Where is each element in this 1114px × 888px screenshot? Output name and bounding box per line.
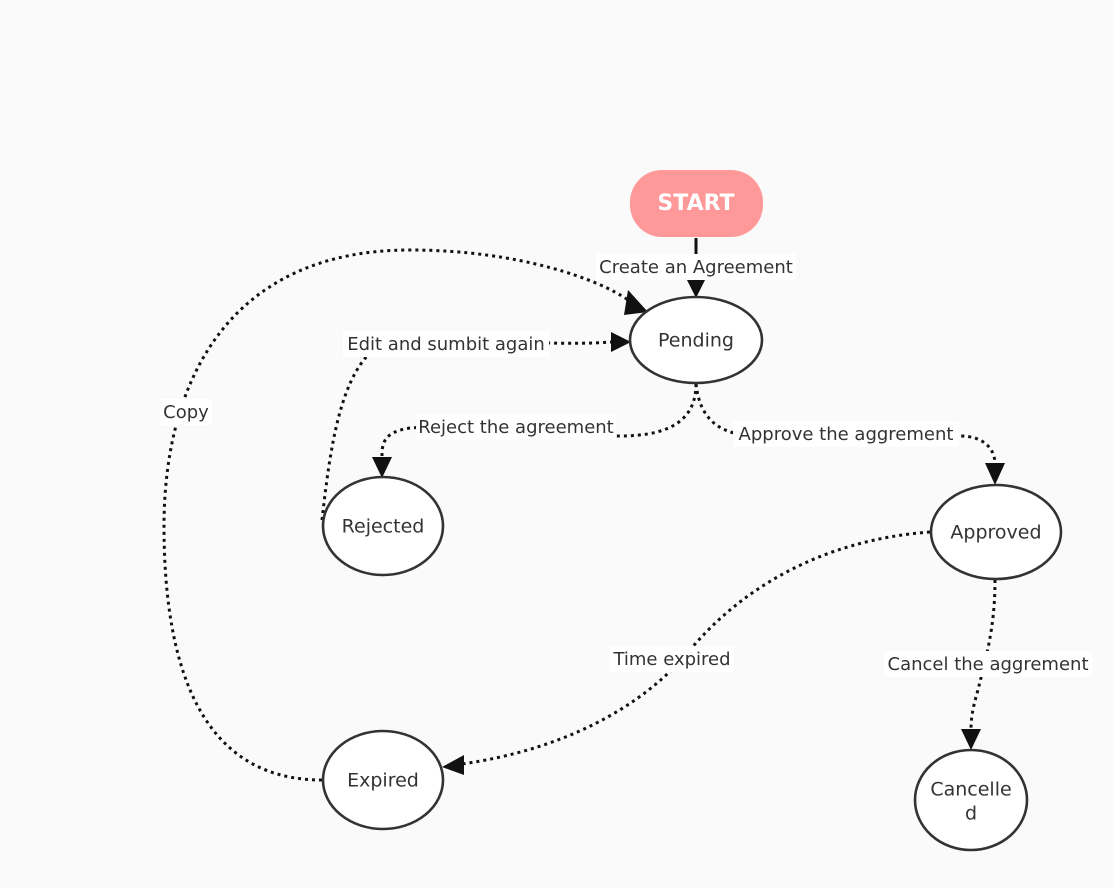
edge-label-edit-group: Edit and sumbit again xyxy=(343,331,549,357)
rejected-shape xyxy=(321,475,445,577)
edge-edit-arrow xyxy=(611,332,631,352)
edge-copy[interactable] xyxy=(162,248,629,782)
rejected-label: Rejected xyxy=(342,516,425,538)
edge-label-expire-group: Time expired xyxy=(610,646,734,672)
node-rejected[interactable]: Rejected xyxy=(321,475,445,577)
edge-cancel-arrow xyxy=(961,729,981,750)
edge-label-copy-bg xyxy=(160,399,212,425)
edges xyxy=(162,238,1005,782)
edge-label-copy-group: Copy xyxy=(160,399,212,425)
cancelled-label-line2: d xyxy=(965,803,977,825)
edge-label-expire: Time expired xyxy=(612,649,730,670)
start-shape xyxy=(630,170,763,237)
expired-shape xyxy=(321,729,445,831)
expired-label: Expired xyxy=(347,770,419,792)
approved-shape xyxy=(929,483,1063,581)
edge-label-create-group: Create an Agreement xyxy=(596,254,796,280)
edge-label-cancel-bg xyxy=(884,651,1092,677)
edge-label-expire-bg xyxy=(610,646,734,672)
pending-shape xyxy=(628,295,764,385)
edge-label-edit: Edit and sumbit again xyxy=(347,334,545,355)
edge-label-reject-bg xyxy=(416,414,616,440)
edge-reject-arrow xyxy=(372,457,392,478)
node-expired[interactable]: Expired xyxy=(321,729,445,831)
edge-label-cancel: Cancel the aggrement xyxy=(888,654,1089,675)
edge-label-create-bg xyxy=(596,254,796,280)
node-approved[interactable]: Approved xyxy=(929,483,1063,581)
edge-cancel[interactable] xyxy=(969,579,997,731)
edge-create-arrow xyxy=(686,278,706,298)
approved-label: Approved xyxy=(950,522,1041,544)
edge-label-copy: Copy xyxy=(163,402,209,423)
nodes: START Pending Rejected Approved Expired … xyxy=(321,170,1063,852)
edge-label-reject: Reject the agreement xyxy=(418,417,613,438)
edge-copy-arrow xyxy=(624,290,648,315)
edge-label-cancel-group: Cancel the aggrement xyxy=(884,651,1092,677)
edge-label-approve: Approve the aggrement xyxy=(739,424,954,445)
edge-approve-arrow xyxy=(985,463,1005,485)
node-start[interactable]: START xyxy=(630,170,763,237)
node-cancelled[interactable]: Cancelle d xyxy=(913,748,1029,852)
cancelled-shape xyxy=(913,748,1029,852)
edge-label-create: Create an Agreement xyxy=(599,257,793,278)
edge-expire-arrow xyxy=(442,755,464,775)
edge-labels: Create an Agreement Edit and sumbit agai… xyxy=(160,254,1092,677)
edge-label-edit-bg xyxy=(343,331,549,357)
edge-label-approve-group: Approve the aggrement xyxy=(733,421,959,447)
pending-label: Pending xyxy=(658,330,734,352)
edge-label-approve-bg xyxy=(733,421,959,447)
node-pending[interactable]: Pending xyxy=(628,295,764,385)
start-label: START xyxy=(657,191,734,216)
cancelled-label-line1: Cancelle xyxy=(930,779,1011,801)
edge-label-reject-group: Reject the agreement xyxy=(416,414,616,440)
